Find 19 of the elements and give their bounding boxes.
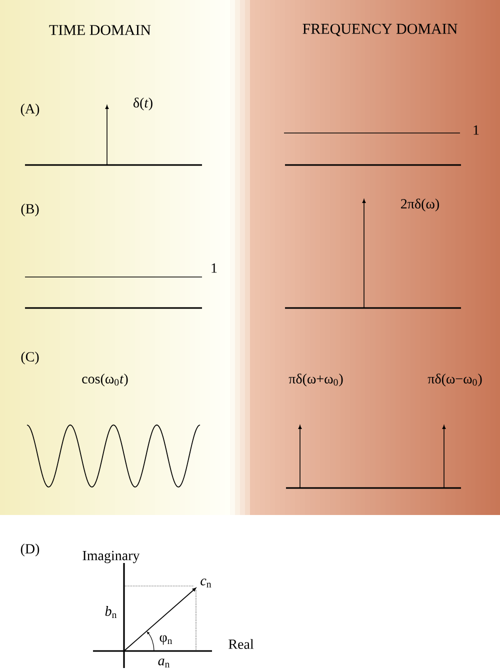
math-label: φ$_{n}$ <box>160 635 172 645</box>
math-label: 1 <box>474 125 479 135</box>
math-label: b$_{n}$ <box>105 606 117 618</box>
axis-label: Real <box>228 639 254 649</box>
math-label: δ(t) <box>134 98 152 110</box>
math-label: 1 <box>212 263 217 273</box>
math-label: πδ(ω+ω$_{0}$) <box>288 374 343 386</box>
panel-label: (C) <box>21 352 39 364</box>
panel-label: (B) <box>21 204 39 216</box>
math-label: a$_{n}$ <box>158 658 170 668</box>
panel-label: (D) <box>20 544 40 556</box>
math-label: 2πδ(ω) <box>401 198 439 212</box>
math-label: πδ(ω−ω$_{0}$) <box>428 374 482 386</box>
axis-label: Imaginary <box>82 550 140 564</box>
math-label: cos(ω$_{0}$t) <box>82 374 128 386</box>
column-heading: TIME DOMAIN <box>49 24 151 36</box>
math-label: c$_{n}$ <box>200 578 212 588</box>
column-heading: FREQUENCY DOMAIN <box>302 24 458 36</box>
panel-label: (A) <box>20 104 40 116</box>
